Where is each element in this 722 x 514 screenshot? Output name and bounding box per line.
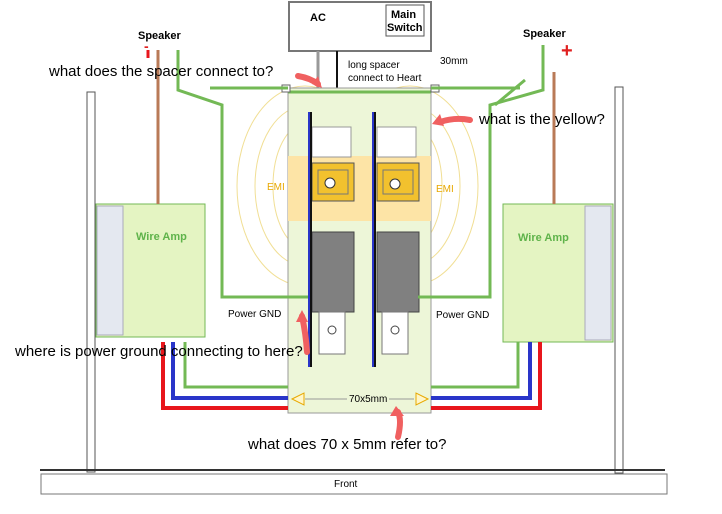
green-wire-left — [176, 68, 308, 299]
dim-arrow-left — [290, 392, 305, 406]
front-label: Front — [334, 479, 358, 490]
main-switch-box — [385, 4, 425, 37]
speaker-right-plus: + — [561, 40, 573, 62]
emi-left-label: EMI — [267, 182, 285, 193]
dim-arrow-right — [415, 392, 430, 406]
tab-right — [381, 311, 409, 355]
wire-amp-left-heatsink — [96, 205, 124, 336]
right-rail — [614, 86, 624, 474]
front-panel — [40, 473, 668, 495]
main-switch-label-2: Switch — [387, 22, 423, 34]
amp-right-label: Wire Amp — [518, 232, 569, 244]
amp-left-label: Wire Amp — [136, 231, 187, 243]
speaker-left-label: Speaker — [138, 30, 181, 42]
dc-red-left — [161, 342, 288, 410]
dc-green-right — [431, 342, 520, 389]
tab-right-hole — [390, 325, 400, 335]
power-gnd-right: Power GND — [436, 310, 490, 321]
dc-blue-right — [431, 342, 532, 400]
heatsink-bar-right — [372, 112, 376, 367]
speaker-left-minus: - — [144, 38, 149, 54]
component-top-right — [376, 126, 417, 158]
question-yellow: what is the yellow? — [479, 111, 605, 128]
chassis-top-line — [40, 469, 665, 471]
dim-70x5-label: 70x5mm — [347, 394, 390, 405]
cap-left-hole — [324, 177, 336, 189]
tab-left-hole — [327, 325, 337, 335]
cap-right-inner — [382, 169, 414, 195]
green-wire-right — [418, 75, 545, 299]
dc-blue-left — [171, 342, 288, 400]
spacer-note-1: long spacer — [348, 60, 400, 71]
power-gnd-left: Power GND — [228, 309, 282, 320]
left-rail — [86, 91, 96, 473]
cap-left-inner — [317, 169, 349, 195]
cap-left — [311, 162, 355, 202]
transistor-right — [376, 231, 420, 313]
speaker-right-label: Speaker — [523, 28, 566, 40]
heatsink-bar-left — [308, 112, 312, 367]
spacer-note-2: connect to Heart — [348, 73, 422, 84]
ac-label: AC — [310, 12, 326, 24]
question-70x5: what does 70 x 5mm refer to? — [248, 436, 447, 453]
cap-right-hole — [389, 178, 401, 190]
wire-amp-right-heatsink — [584, 205, 612, 341]
gray-wire-right — [494, 78, 526, 107]
dim-30mm: 30mm — [440, 56, 468, 67]
transistor-left — [311, 231, 355, 313]
component-top-left — [311, 126, 352, 158]
question-spacer: what does the spacer connect to? — [49, 63, 274, 80]
dc-green-left — [183, 342, 288, 389]
question-power-ground: where is power ground connecting to here… — [15, 343, 303, 360]
emi-right-label: EMI — [436, 184, 454, 195]
main-switch-label-1: Main — [391, 9, 417, 21]
red-arrowheads — [296, 76, 444, 416]
dc-red-right — [431, 342, 542, 410]
